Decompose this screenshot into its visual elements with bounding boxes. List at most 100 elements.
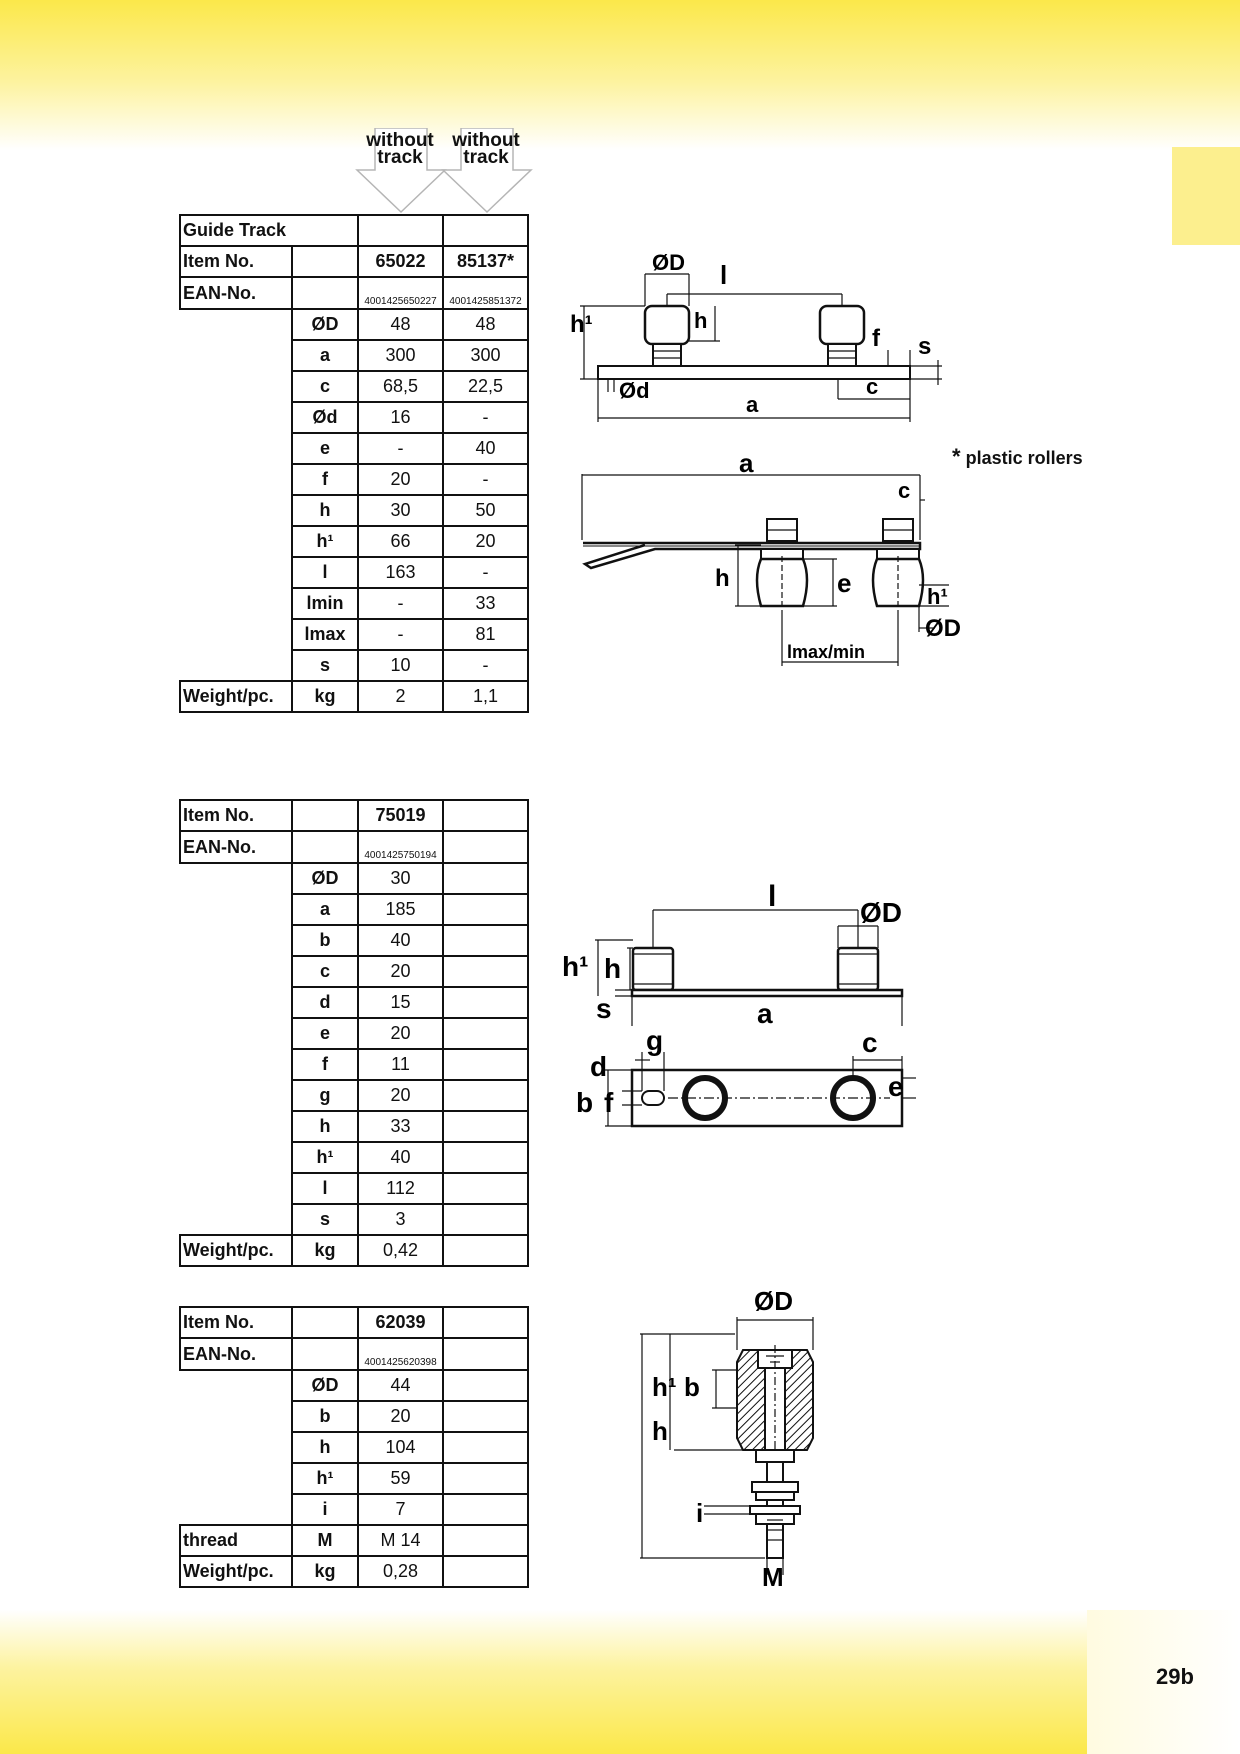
dimension-value: 185: [357, 893, 444, 926]
dim-label: e: [888, 1071, 904, 1102]
weight-unit: kg: [291, 1234, 359, 1267]
dimension-symbol: a: [291, 893, 359, 926]
dimension-value: 40: [357, 1141, 444, 1174]
dimension-symbol: g: [291, 1079, 359, 1112]
dimension-value: 3: [357, 1203, 444, 1236]
dimension-value: 10: [357, 649, 445, 682]
dim-label: h¹: [570, 311, 593, 338]
dimension-value: 104: [357, 1431, 444, 1464]
thread-label: thread: [179, 1524, 293, 1557]
dimension-value: -: [442, 556, 530, 589]
ean-label: EAN-No.: [179, 830, 293, 864]
dim-label: a: [739, 448, 754, 478]
dim-label: d: [590, 1051, 607, 1082]
dimension-symbol: e: [291, 1017, 359, 1050]
dim-label: h: [694, 308, 707, 333]
dimension-value: 300: [442, 339, 530, 372]
dim-label: l: [768, 880, 776, 913]
asterisk: *: [952, 444, 961, 469]
table-row: Weight/pc. kg 2 1,1: [179, 680, 530, 713]
dimension-value: 163: [357, 556, 445, 589]
dim-label: s: [918, 333, 931, 360]
dimension-value: -: [357, 587, 445, 620]
dimension-symbol: h¹: [291, 1141, 359, 1174]
dimension-symbol: lmin: [290, 587, 360, 620]
dim-label: b: [684, 1372, 700, 1402]
dim-label: c: [866, 374, 878, 399]
dim-label: s: [596, 993, 612, 1024]
table-row: Item No. 62039: [179, 1306, 529, 1339]
dim-label: c: [898, 478, 910, 503]
dimension-value: 48: [357, 308, 445, 341]
item-no-label: Item No.: [179, 799, 293, 832]
dim-label: a: [757, 998, 773, 1029]
dimension-symbol: h¹: [291, 1462, 359, 1495]
drawing-roller-set-75019: l ØD h¹ h s a g c d b f e: [562, 880, 916, 1128]
dim-label: b: [576, 1087, 593, 1118]
dimension-value: -: [442, 401, 530, 434]
page-number: 29b: [1156, 1664, 1194, 1689]
drawing-guide-track-side-view: ØD l h h¹ f s Ød c a: [570, 250, 942, 422]
dimension-symbol: b: [291, 1400, 359, 1433]
table-row: EAN-No. 4001425750194: [179, 830, 529, 864]
table-row: EAN-No. 4001425650227 4001425851372: [179, 276, 530, 310]
dimension-value: 30: [357, 494, 445, 527]
table-row: Item No. 65022 85137*: [179, 245, 530, 278]
weight-label: Weight/pc.: [179, 1555, 293, 1588]
table-row: e-40: [180, 432, 530, 465]
dimension-value: 22,5: [442, 370, 530, 403]
ean-number: 4001425620398: [357, 1337, 444, 1371]
dim-label: l: [720, 260, 727, 290]
dimension-value: 20: [357, 1400, 444, 1433]
dimension-symbol: h: [291, 1431, 359, 1464]
dim-label: lmax/min: [787, 642, 865, 662]
dimension-value: -: [442, 463, 530, 496]
item-number: 75019: [357, 799, 444, 832]
dim-label: e: [837, 568, 851, 598]
dimension-symbol: c: [291, 955, 359, 988]
weight-unit: kg: [290, 680, 360, 713]
dimension-symbol: l: [291, 1172, 359, 1205]
weight-value: 0,42: [357, 1234, 444, 1267]
dimension-value: 44: [357, 1369, 444, 1402]
ean-number: 4001425851372: [442, 276, 530, 310]
dimension-value: 30: [357, 862, 444, 895]
dimension-symbol: i: [291, 1493, 359, 1526]
dim-label: h¹: [927, 584, 948, 609]
dimension-value: 20: [357, 955, 444, 988]
dimension-symbol: ØD: [291, 862, 359, 895]
table-row: Guide Track: [178, 214, 530, 247]
table-row: thread M M 14: [179, 1524, 529, 1557]
drawing-plastic-rollers-view: a c h e h¹ ØD lmax/min: [581, 448, 961, 666]
item-number: 62039: [357, 1306, 444, 1339]
dimension-value: 68,5: [357, 370, 445, 403]
dimension-value: 20: [357, 1079, 444, 1112]
dim-label: c: [862, 1027, 878, 1058]
dim-label: h¹: [652, 1372, 677, 1402]
dimension-value: -: [357, 618, 445, 651]
dim-label: h: [652, 1416, 668, 1446]
dimension-symbol: h¹: [290, 525, 360, 558]
item-no-label: Item No.: [179, 1306, 293, 1339]
table-row: Item No. 75019: [179, 799, 529, 832]
dimension-symbol: d: [291, 986, 359, 1019]
table-row: Weight/pc. kg 0,28: [179, 1555, 529, 1588]
dimension-value: 11: [357, 1048, 444, 1081]
